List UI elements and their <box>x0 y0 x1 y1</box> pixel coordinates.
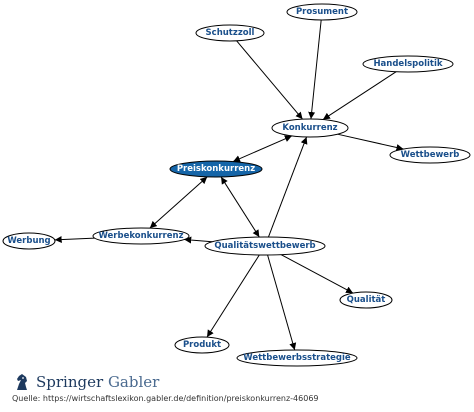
node-ellipse-qualitaetswettbewerb <box>204 236 326 256</box>
node-ellipse-preiskonkurrenz <box>169 160 263 178</box>
node-ellipse-schutzzoll <box>195 24 265 42</box>
node-werbekonkurrenz[interactable]: Werbekonkurrenz <box>92 227 190 245</box>
node-schutzzoll[interactable]: Schutzzoll <box>195 24 265 42</box>
edge-werbekonkurrenz-werbung <box>54 236 95 244</box>
node-wettbewerbsstrategie[interactable]: Wettbewerbsstrategie <box>236 349 358 367</box>
node-label-konkurrenz: Konkurrenz <box>282 123 337 133</box>
node-label-werbung: Werbung <box>7 236 50 246</box>
edge-konkurrenz-wettbewerb <box>337 133 404 151</box>
node-label-prosument: Prosument <box>296 7 348 17</box>
brand-sub: Gabler <box>107 373 160 391</box>
node-label-qualitaet: Qualität <box>347 295 386 305</box>
node-label-wettbewerbsstrategie: Wettbewerbsstrategie <box>243 353 351 363</box>
edge-qualitaetswettbewerb-qualitaet <box>280 254 354 294</box>
node-label-schutzzoll: Schutzzoll <box>206 28 255 38</box>
node-ellipse-produkt <box>174 336 230 354</box>
edge-prosument-konkurrenz <box>308 19 322 120</box>
node-ellipse-handelspolitik <box>362 55 454 73</box>
node-label-wettbewerb: Wettbewerb <box>401 150 460 160</box>
node-label-werbekonkurrenz: Werbekonkurrenz <box>98 231 183 241</box>
node-prosument[interactable]: Prosument <box>286 3 358 21</box>
edge-preiskonkurrenz-qualitaetswettbewerb <box>220 176 260 238</box>
edge-preiskonkurrenz-konkurrenz <box>232 135 293 163</box>
node-ellipse-werbekonkurrenz <box>92 227 190 245</box>
node-label-produkt: Produkt <box>183 340 221 350</box>
source-citation: Quelle: https://wirtschaftslexikon.gable… <box>12 394 319 403</box>
nodes-layer: ProsumentSchutzzollHandelspolitikKonkurr… <box>2 3 471 367</box>
node-qualitaet[interactable]: Qualität <box>339 291 393 309</box>
edge-qualitaetswettbewerb-wettbewerbsstrategie <box>267 254 297 351</box>
node-label-handelspolitik: Handelspolitik <box>373 59 442 69</box>
node-ellipse-qualitaet <box>339 291 393 309</box>
node-produkt[interactable]: Produkt <box>174 336 230 354</box>
edge-handelspolitik-konkurrenz <box>322 71 397 120</box>
knight-chess-icon <box>17 374 27 390</box>
edge-qualitaetswettbewerb-werbekonkurrenz <box>184 236 213 244</box>
node-handelspolitik[interactable]: Handelspolitik <box>362 55 454 73</box>
node-ellipse-werbung <box>2 232 56 250</box>
node-qualitaetswettbewerb[interactable]: Qualitätswettbewerb <box>204 236 326 256</box>
node-label-qualitaetswettbewerb: Qualitätswettbewerb <box>214 241 315 251</box>
edge-preiskonkurrenz-werbekonkurrenz <box>149 176 208 229</box>
node-preiskonkurrenz[interactable]: Preiskonkurrenz <box>169 160 263 178</box>
edge-qualitaetswettbewerb-produkt <box>206 254 260 338</box>
node-ellipse-wettbewerb <box>389 146 471 164</box>
node-konkurrenz[interactable]: Konkurrenz <box>271 118 349 138</box>
node-label-preiskonkurrenz: Preiskonkurrenz <box>177 164 255 174</box>
node-ellipse-wettbewerbsstrategie <box>236 349 358 367</box>
edge-schutzzoll-konkurrenz <box>236 40 303 120</box>
node-wettbewerb[interactable]: Wettbewerb <box>389 146 471 164</box>
springer-gabler-logo: Springer Gabler <box>12 372 159 392</box>
edges-layer <box>54 19 404 351</box>
edge-qualitaetswettbewerb-konkurrenz <box>267 136 308 238</box>
brand-main: Springer <box>36 373 104 391</box>
node-ellipse-konkurrenz <box>271 118 349 138</box>
node-werbung[interactable]: Werbung <box>2 232 56 250</box>
node-ellipse-prosument <box>286 3 358 21</box>
